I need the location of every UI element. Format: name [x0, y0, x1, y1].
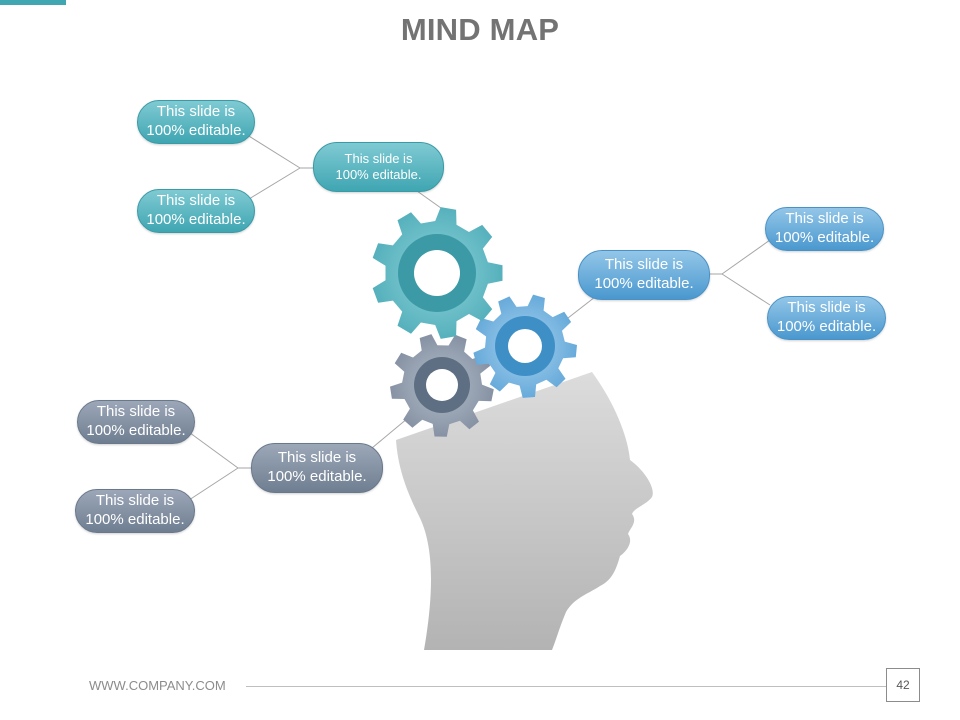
page-title: MIND MAP: [400, 12, 560, 47]
teal-leaf-node-1: This slide is 100% editable.: [137, 100, 255, 144]
page-number: 42: [886, 668, 920, 702]
accent-bar: [0, 0, 66, 5]
blue-hub-node: This slide is 100% editable.: [578, 250, 710, 300]
grey-hub-node: This slide is 100% editable.: [251, 443, 383, 493]
footer-url: WWW.COMPANY.COM: [89, 678, 226, 693]
blue-leaf-node-1: This slide is 100% editable.: [765, 207, 884, 251]
teal-leaf-node-2: This slide is 100% editable.: [137, 189, 255, 233]
teal-hub-node: This slide is 100% editable.: [313, 142, 444, 192]
medium-gear-icon: [473, 294, 577, 398]
grey-leaf-node-1: This slide is 100% editable.: [77, 400, 195, 444]
large-gear-icon: [372, 207, 503, 339]
connectors: [185, 132, 771, 503]
head-silhouette-icon: [396, 372, 653, 650]
small-gear-icon: [390, 334, 494, 437]
grey-leaf-node-2: This slide is 100% editable.: [75, 489, 195, 533]
footer-divider: [246, 686, 886, 687]
blue-leaf-node-2: This slide is 100% editable.: [767, 296, 886, 340]
